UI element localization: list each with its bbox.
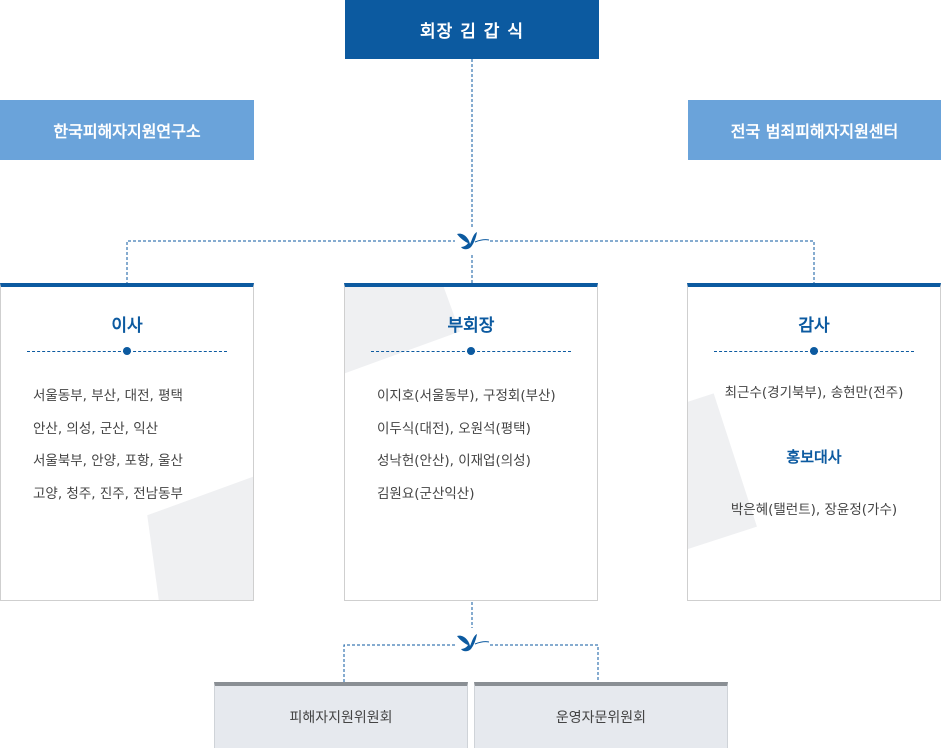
auditors-card: 감사 최근수(경기북부), 송현만(전주) 홍보대사 박은혜(탤런트), 장윤정… — [687, 283, 941, 601]
chairman-box: 회장 김 갑 식 — [345, 0, 599, 59]
ambassador-title: 홍보대사 — [786, 448, 842, 466]
divider-dot — [123, 347, 131, 355]
left-org-box: 한국피해자지원연구소 — [0, 100, 254, 160]
card-title: 부회장 — [447, 316, 495, 336]
auditor-members: 최근수(경기북부), 송현만(전주) — [724, 385, 904, 401]
list-item: 성낙헌(안산), 이재업(의성) — [377, 453, 531, 469]
list-item: 서울동부, 부산, 대전, 평택 — [33, 388, 183, 404]
vice-chairs-card: 부회장 이지호(서울동부), 구정회(부산) 이두식(대전), 오원석(평택) … — [344, 283, 598, 601]
list-item: 이두식(대전), 오원석(평택) — [377, 420, 531, 437]
divider-dot — [810, 347, 818, 355]
list-item: 안산, 의성, 군산, 익산 — [33, 420, 159, 437]
directors-list: 서울동부, 부산, 대전, 평택 안산, 의성, 군산, 익산 서울북부, 안양… — [33, 380, 183, 510]
ambassador-members: 박은혜(탤런트), 장윤정(가수) — [730, 502, 898, 518]
list-item: 서울북부, 안양, 포항, 울산 — [33, 453, 183, 469]
list-item: 이지호(서울동부), 구정회(부산) — [377, 388, 556, 404]
list-item: 김원요(군산익산) — [377, 485, 475, 502]
bird-icon — [457, 634, 490, 652]
bird-icon — [457, 232, 490, 250]
vice-chairs-list: 이지호(서울동부), 구정회(부산) 이두식(대전), 오원석(평택) 성낙헌(… — [377, 380, 556, 510]
right-org-box: 전국 범죄피해자지원센터 — [688, 100, 941, 160]
card-decoration — [688, 393, 757, 561]
directors-card: 이사 서울동부, 부산, 대전, 평택 안산, 의성, 군산, 익산 서울북부,… — [0, 283, 254, 601]
list-item: 고양, 청주, 진주, 전남동부 — [33, 485, 183, 502]
divider-dot — [467, 347, 475, 355]
committee-victim-support: 피해자지원위원회 — [214, 682, 468, 748]
committee-advisory: 운영자문위원회 — [474, 682, 728, 748]
card-title: 이사 — [111, 316, 143, 336]
card-title: 감사 — [798, 316, 830, 336]
